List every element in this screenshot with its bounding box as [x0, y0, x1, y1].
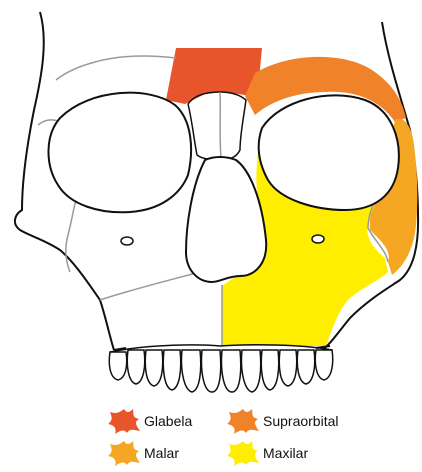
tooth	[297, 350, 314, 384]
nasal-aperture	[186, 157, 266, 282]
legend-item-maxilar: Maxilar	[225, 438, 308, 468]
teeth-row	[109, 350, 332, 392]
legend-label-glabela: Glabela	[144, 413, 192, 429]
tooth	[145, 350, 162, 386]
legend-label-maxilar: Maxilar	[263, 445, 308, 461]
maxilar-swatch	[225, 438, 261, 468]
tooth	[127, 350, 144, 384]
legend-label-supraorbital: Supraorbital	[263, 413, 339, 429]
left-maxillary-suture	[100, 272, 200, 300]
tooth	[221, 350, 240, 392]
left-infraorbital-foramen	[121, 237, 133, 245]
right-orbit	[259, 95, 399, 210]
left-orbit	[48, 93, 191, 213]
skull-illustration	[0, 0, 422, 400]
tooth	[241, 350, 260, 392]
legend-item-supraorbital: Supraorbital	[225, 406, 339, 436]
right-infraorbital-foramen	[312, 235, 324, 243]
frontal-suture-left	[56, 56, 176, 80]
nasal-midline-suture	[220, 92, 221, 158]
legend: Glabela Supraorbital Malar Maxilar	[0, 400, 422, 472]
tooth	[279, 350, 296, 386]
tooth	[109, 352, 126, 380]
malar-swatch	[106, 438, 142, 468]
tooth	[201, 350, 220, 392]
legend-item-glabela: Glabela	[106, 406, 192, 436]
left-zygomatic-suture	[66, 192, 78, 272]
nasal-bone-outline	[188, 92, 246, 159]
tooth	[261, 350, 278, 390]
legend-item-malar: Malar	[106, 438, 179, 468]
tooth	[163, 350, 180, 390]
supraorbital-swatch	[225, 406, 261, 436]
tooth	[181, 350, 200, 392]
tooth	[315, 350, 332, 380]
legend-label-malar: Malar	[144, 445, 179, 461]
glabela-swatch	[106, 406, 142, 436]
